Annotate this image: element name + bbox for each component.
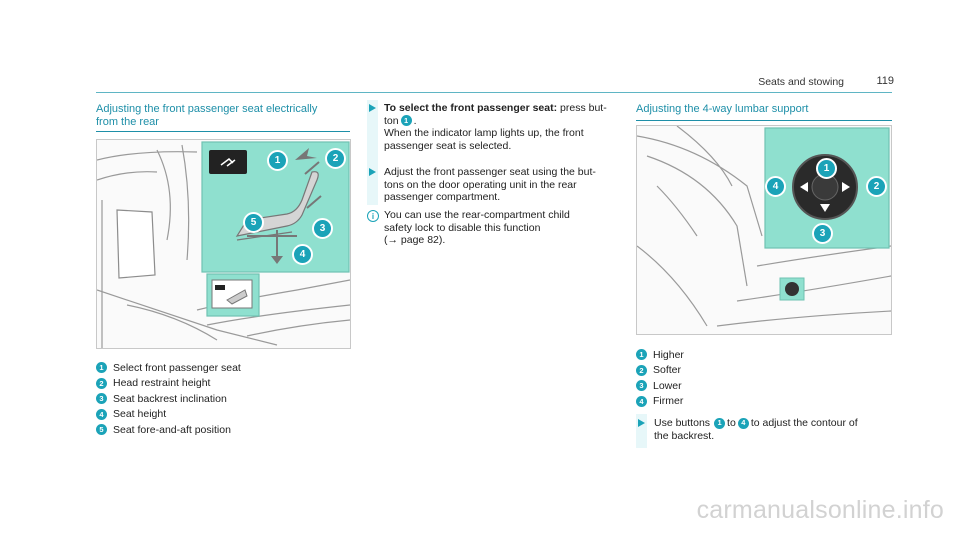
step-highlight-bar	[636, 414, 647, 448]
fig-label-2: 2	[866, 176, 891, 197]
step-arrow-icon	[638, 419, 645, 427]
lumbar-illustration	[637, 126, 891, 327]
left-section-heading: Adjusting the front passenger seat elect…	[96, 103, 350, 132]
fig-label-4: 4	[292, 244, 319, 265]
fig-label-5: 5	[243, 212, 270, 233]
step-highlight-bar	[367, 100, 378, 167]
watermark-text: carmanualsonline.info	[696, 496, 944, 524]
fig-label-1: 1	[267, 150, 294, 171]
info-icon: i	[367, 210, 379, 222]
running-header-title: Seats and stowing	[758, 76, 844, 88]
fig-label-3: 3	[812, 223, 839, 244]
step-arrow-icon	[369, 168, 376, 176]
fig-label-3: 3	[312, 218, 339, 239]
step-adjust-seat: Adjust the front passenger seat using th…	[384, 166, 596, 203]
left-section-underline	[96, 131, 350, 132]
left-section-title-line1: Adjusting the front passenger seat elect…	[96, 103, 318, 115]
header-rule	[96, 92, 892, 93]
seat-adjust-figure: 1 2 3 4 5	[96, 139, 351, 349]
fig-label-2: 2	[325, 148, 350, 169]
right-section-heading: Adjusting the 4-way lumbar support	[636, 103, 892, 121]
step-select-passenger-seat: To select the front passenger seat: pres…	[384, 102, 607, 152]
step-use-lumbar-buttons: Use buttons 1 to 4 to adjust the contour…	[654, 417, 858, 442]
fig-label-4: 4	[765, 176, 792, 197]
right-section-underline	[636, 120, 892, 121]
fig-label-1: 1	[816, 158, 843, 179]
step-arrow-icon	[369, 104, 376, 112]
page-number: 119	[876, 75, 894, 87]
info-note: You can use the rear-compartment child s…	[384, 209, 570, 246]
selector-button-icon	[209, 150, 247, 174]
step-highlight-bar	[367, 163, 378, 205]
left-section-title-line2: from the rear	[96, 116, 159, 128]
lumbar-support-figure: 1 2 3 4	[636, 125, 892, 335]
right-section-title: Adjusting the 4-way lumbar support	[636, 103, 809, 115]
